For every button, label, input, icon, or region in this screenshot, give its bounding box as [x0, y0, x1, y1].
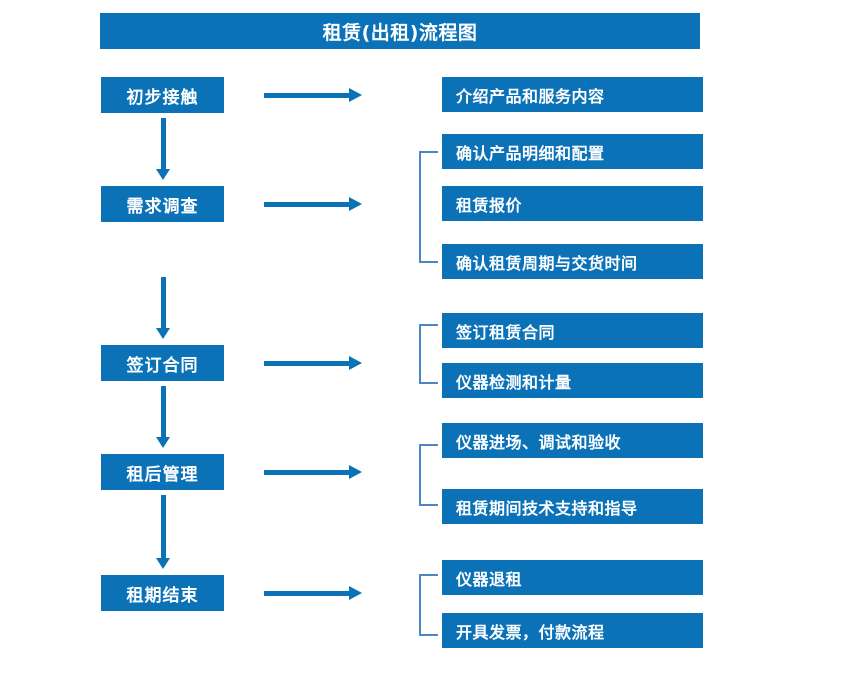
chart-title: 租赁(出租)流程图 [100, 13, 700, 49]
stage-box-1[interactable]: 初步接触 [101, 77, 224, 113]
stage-box-5[interactable]: 租期结束 [101, 575, 224, 611]
arrow-head [156, 328, 170, 339]
detail-box-7[interactable]: 仪器进场、调试和验收 [442, 423, 703, 458]
group-bracket-2 [419, 324, 438, 384]
horizontal-arrow-3 [264, 356, 362, 370]
vertical-arrow-1 [156, 118, 170, 180]
arrow-shaft [264, 202, 350, 207]
arrow-head [349, 356, 362, 370]
horizontal-arrow-2 [264, 197, 362, 211]
arrow-shaft [161, 495, 166, 558]
stage-box-3[interactable]: 签订合同 [101, 345, 224, 381]
horizontal-arrow-4 [264, 465, 362, 479]
vertical-arrow-4 [156, 495, 170, 569]
arrow-head [349, 88, 362, 102]
arrow-shaft [264, 470, 350, 475]
arrow-head [349, 586, 362, 600]
stage-box-2[interactable]: 需求调查 [101, 186, 224, 222]
detail-box-2[interactable]: 确认产品明细和配置 [442, 134, 703, 169]
arrow-head [349, 197, 362, 211]
arrow-head [349, 465, 362, 479]
arrow-shaft [264, 591, 350, 596]
detail-box-1[interactable]: 介绍产品和服务内容 [442, 77, 703, 112]
group-bracket-3 [419, 444, 438, 506]
arrow-head [156, 169, 170, 180]
detail-box-3[interactable]: 租赁报价 [442, 186, 703, 221]
horizontal-arrow-1 [264, 88, 362, 102]
horizontal-arrow-5 [264, 586, 362, 600]
vertical-arrow-2 [156, 277, 170, 339]
arrow-shaft [264, 93, 350, 98]
arrow-shaft [161, 118, 166, 169]
stage-box-4[interactable]: 租后管理 [101, 454, 224, 490]
detail-box-8[interactable]: 租赁期间技术支持和指导 [442, 489, 703, 524]
arrow-head [156, 558, 170, 569]
detail-box-4[interactable]: 确认租赁周期与交货时间 [442, 244, 703, 279]
detail-box-10[interactable]: 开具发票，付款流程 [442, 613, 703, 648]
arrow-shaft [161, 277, 166, 328]
detail-box-5[interactable]: 签订租赁合同 [442, 313, 703, 348]
detail-box-6[interactable]: 仪器检测和计量 [442, 363, 703, 398]
arrow-shaft [264, 361, 350, 366]
arrow-shaft [161, 386, 166, 437]
arrow-head [156, 437, 170, 448]
detail-box-9[interactable]: 仪器退租 [442, 560, 703, 595]
group-bracket-4 [419, 574, 438, 636]
vertical-arrow-3 [156, 386, 170, 448]
group-bracket-1 [419, 151, 438, 263]
